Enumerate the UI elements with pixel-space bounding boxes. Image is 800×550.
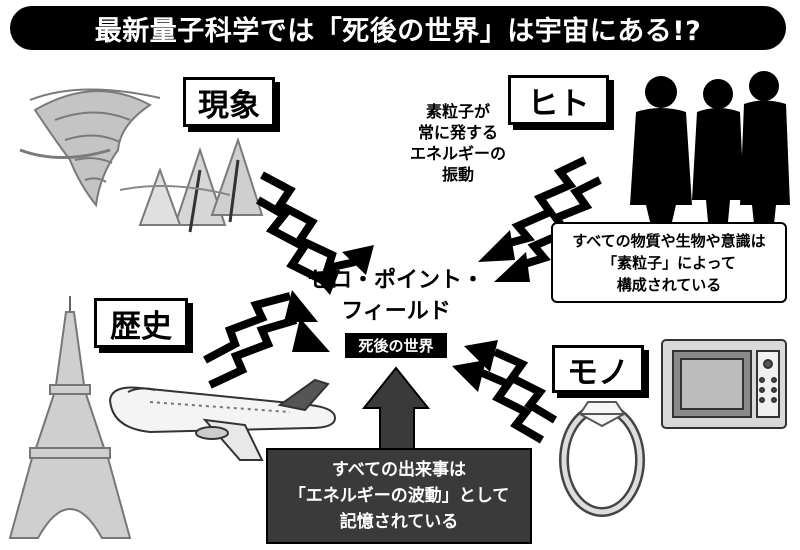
composition-note: すべての物質や生物や意識は 「素粒子」によって 構成されている bbox=[551, 222, 787, 303]
eiffel-tower-icon bbox=[8, 296, 132, 539]
up-arrow-to-center bbox=[361, 366, 431, 451]
zigzag-arrow-from-phenomena bbox=[256, 171, 374, 295]
people-silhouettes-icon bbox=[630, 71, 790, 224]
memory-note-line: 記憶されている bbox=[339, 512, 459, 532]
zigzag-arrow-from-history bbox=[203, 290, 330, 389]
composition-note-line: 「素粒子」によって bbox=[602, 253, 736, 272]
center-title-line: ゼロ・ポイント・ bbox=[307, 268, 484, 293]
composition-note-line: 構成されている bbox=[616, 275, 722, 294]
microwave-icon bbox=[661, 339, 787, 429]
memory-note-line: すべての出来事は bbox=[331, 460, 467, 480]
center-title-line: フィールド bbox=[341, 299, 451, 324]
label-people: ヒト bbox=[508, 75, 609, 125]
label-phenomena: 現象 bbox=[183, 77, 275, 127]
zigzag-arrow-from-people bbox=[478, 156, 602, 282]
center-title: ゼロ・ポイント・ フィールド bbox=[296, 265, 496, 327]
vibration-note: 素粒子が 常に発する エネルギーの 振動 bbox=[398, 101, 518, 185]
label-things: モノ bbox=[552, 345, 644, 393]
airplane-icon bbox=[108, 378, 337, 461]
ring-icon bbox=[559, 401, 645, 517]
vibration-note-line: 振動 bbox=[441, 165, 474, 184]
page-title: 最新量子科学では「死後の世界」は宇宙にある!? bbox=[10, 6, 786, 50]
vibration-note-line: エネルギーの bbox=[409, 144, 506, 163]
vibration-note-line: 常に発する bbox=[417, 123, 498, 142]
label-history: 歴史 bbox=[94, 298, 188, 348]
tornado-icon bbox=[19, 88, 161, 208]
composition-note-line: すべての物質や生物や意識は bbox=[572, 231, 766, 250]
vibration-note-line: 素粒子が bbox=[425, 102, 490, 121]
zigzag-arrow-from-things bbox=[452, 340, 558, 444]
trees-icon bbox=[119, 136, 264, 233]
memory-note: すべての出来事は 「エネルギーの波動」として 記憶されている bbox=[266, 448, 532, 544]
memory-note-line: 「エネルギーの波動」として bbox=[288, 486, 510, 506]
afterlife-tag: 死後の世界 bbox=[345, 333, 447, 358]
